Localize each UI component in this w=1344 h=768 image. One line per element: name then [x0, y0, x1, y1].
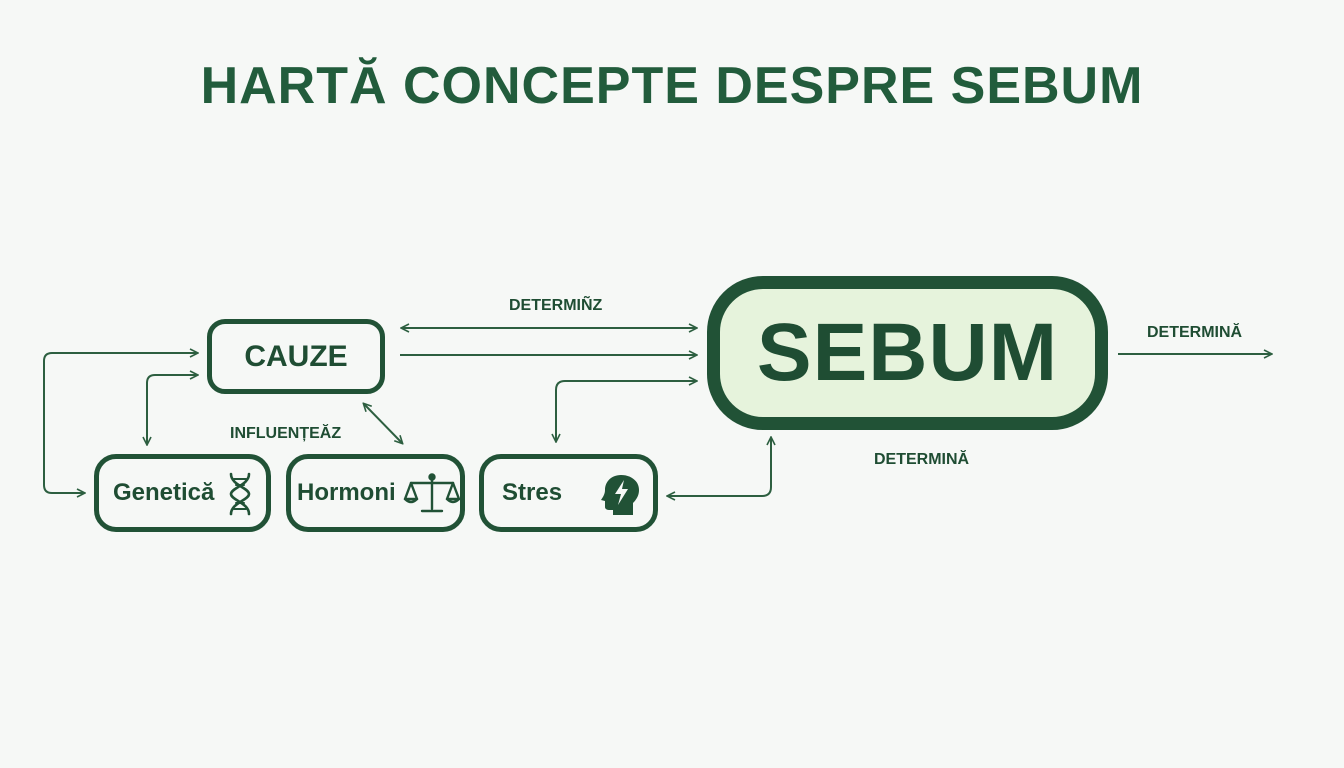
node-genetica-label: Genetică [113, 479, 215, 506]
node-cauze: CAUZE [207, 319, 385, 394]
edge-label-influenteaza: INFLUENȚEĂZ [230, 425, 342, 442]
edge-stres-sebum-upper [556, 381, 696, 441]
node-sebum-label: SEBUM [756, 307, 1059, 398]
node-genetica: Genetică [94, 454, 271, 532]
edge-cauze-hormoni [364, 404, 402, 443]
node-hormoni: Hormoni [286, 454, 465, 532]
edge-outer-loop [43, 353, 197, 493]
edge-label-determina-right: DETERMINĂ [1147, 324, 1243, 341]
node-stres: Stres [479, 454, 658, 532]
node-sebum: SEBUM [707, 276, 1108, 430]
head-lightning-icon [601, 475, 639, 515]
balance-scale-icon [403, 473, 461, 513]
node-cauze-label: CAUZE [244, 339, 348, 373]
dna-icon [229, 472, 251, 516]
edge-label-determina-bottom: DETERMINĂ [874, 451, 970, 468]
node-stres-label: Stres [502, 479, 563, 506]
node-hormoni-label: Hormoni [297, 479, 396, 506]
edge-label-determina-top: DETERMIÑZ [509, 297, 603, 314]
page-title: HARTĂ CONCEPTE DESPRE SEBUM [200, 57, 1144, 115]
edge-inner-loop [147, 375, 197, 444]
edge-stres-sebum-lower [668, 438, 771, 496]
